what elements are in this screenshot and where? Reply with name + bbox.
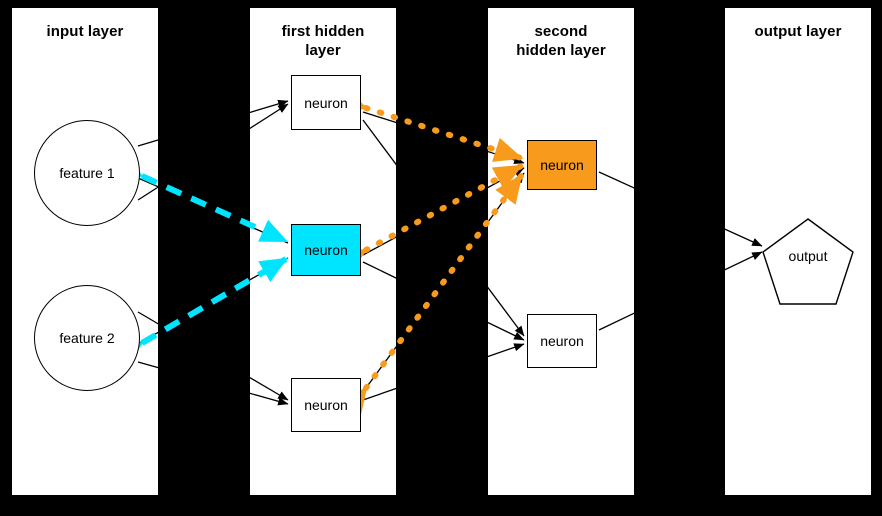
output-pentagon-shape (762, 218, 854, 305)
node-hidden2-top-shape[interactable] (527, 140, 597, 190)
title-second-hidden-line1: second (534, 23, 588, 40)
highlight-cyan-edges (114, 154, 289, 367)
node-feature-1-shape[interactable] (34, 120, 140, 226)
highlight-orange-edges (336, 87, 524, 417)
title-first-hidden-layer: first hidden layer (250, 22, 396, 60)
edges-input-to-hidden1 (137, 99, 289, 406)
panel-input-layer (12, 8, 158, 495)
title-first-hidden-line2: layer (305, 42, 341, 59)
edges-hidden1-to-hidden2 (362, 111, 525, 401)
node-hidden2-bottom-shape[interactable] (527, 314, 597, 368)
node-hidden1-middle-shape[interactable] (291, 224, 361, 276)
title-output-layer: output layer (754, 23, 842, 40)
title-second-hidden-layer: second hidden layer (488, 22, 634, 60)
node-hidden1-top-shape[interactable] (291, 75, 361, 130)
title-first-hidden-line1: first hidden (281, 23, 365, 40)
title-input-layer: input layer (46, 23, 124, 40)
node-hidden1-bottom-shape[interactable] (291, 378, 361, 432)
edges-hidden2-to-output (598, 171, 763, 331)
title-second-hidden-line2: hidden layer (516, 42, 606, 59)
edges-input-to-hidden1-middle (137, 177, 289, 345)
node-feature-2-shape[interactable] (34, 285, 140, 391)
